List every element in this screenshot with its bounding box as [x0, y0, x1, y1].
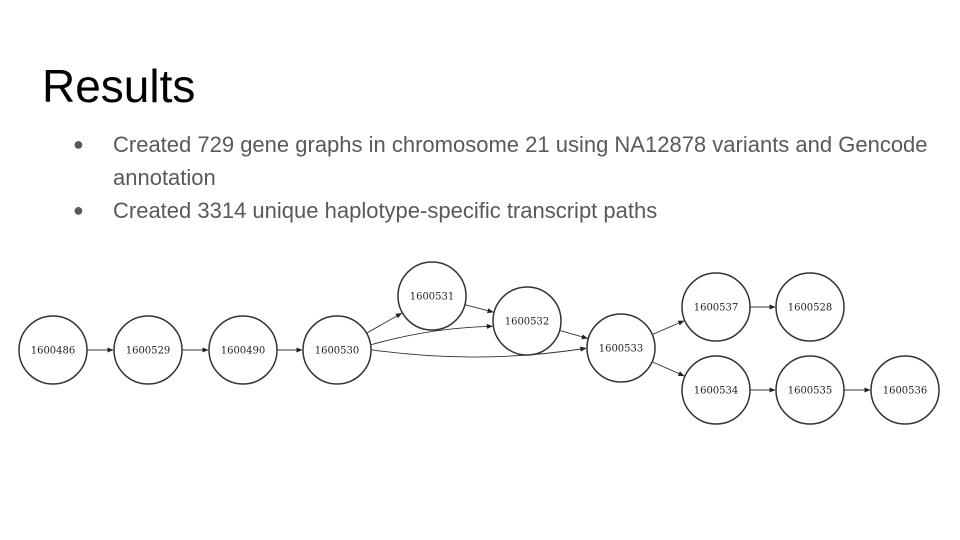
node-circle: [586, 313, 656, 383]
bullet-dot-icon: ●: [73, 134, 84, 154]
graph-node: 1600536: [870, 355, 940, 425]
node-label: 1600534: [694, 386, 739, 397]
graph-node: 1600530: [302, 315, 372, 385]
graph-node: 1600535: [775, 355, 845, 425]
node-label: 1600536: [883, 386, 928, 397]
bullet-item: ● Created 729 gene graphs in chromosome …: [70, 128, 930, 194]
slide-title: Results: [42, 60, 196, 112]
bullet-list: ● Created 729 gene graphs in chromosome …: [70, 128, 930, 227]
node-circle: [302, 315, 372, 385]
graph-node: 1600486: [18, 315, 88, 385]
graph-node: 1600537: [681, 272, 751, 342]
edge-1600532-1600533: [559, 329, 588, 340]
node-circle: [397, 261, 467, 331]
node-label: 1600532: [505, 317, 550, 328]
edge-1600530-1600531: [366, 312, 403, 334]
node-label: 1600531: [410, 292, 455, 303]
edge-1600530-1600533: [370, 346, 587, 358]
graph-node: 1600490: [208, 315, 278, 385]
graph-node: 1600529: [113, 315, 183, 385]
edge-1600530-1600532: [370, 323, 494, 346]
node-label: 1600490: [221, 346, 266, 357]
node-circle: [775, 355, 845, 425]
bullet-text: Created 729 gene graphs in chromosome 21…: [113, 132, 928, 190]
graph-node: 1600531: [397, 261, 467, 331]
node-circle: [681, 272, 751, 342]
node-circle: [681, 355, 751, 425]
gene-graph-diagram: 1600486 1600529 1600490 1600530 1600531 16005…: [18, 261, 940, 425]
bullet-text: Created 3314 unique haplotype-specific t…: [113, 198, 658, 223]
node-circle: [113, 315, 183, 385]
node-label: 1600535: [788, 386, 833, 397]
node-circle: [870, 355, 940, 425]
bullet-dot-icon: ●: [73, 200, 84, 220]
graph-node: 1600528: [775, 272, 845, 342]
graph-node: 1600533: [586, 313, 656, 383]
graph-node: 1600534: [681, 355, 751, 425]
edge-1600533-1600537: [652, 320, 685, 335]
node-circle: [18, 315, 88, 385]
node-circle: [492, 286, 562, 356]
edge-1600531-1600532: [464, 304, 494, 314]
bullet-item: ● Created 3314 unique haplotype-specific…: [70, 194, 930, 227]
node-label: 1600530: [315, 346, 360, 357]
node-label: 1600528: [788, 303, 833, 314]
node-circle: [208, 315, 278, 385]
edge-1600533-1600534: [651, 361, 685, 377]
node-circle: [775, 272, 845, 342]
node-label: 1600537: [694, 303, 739, 314]
node-label: 1600533: [599, 344, 644, 355]
node-label: 1600486: [31, 346, 76, 357]
graph-node: 1600532: [492, 286, 562, 356]
node-label: 1600529: [126, 346, 171, 357]
